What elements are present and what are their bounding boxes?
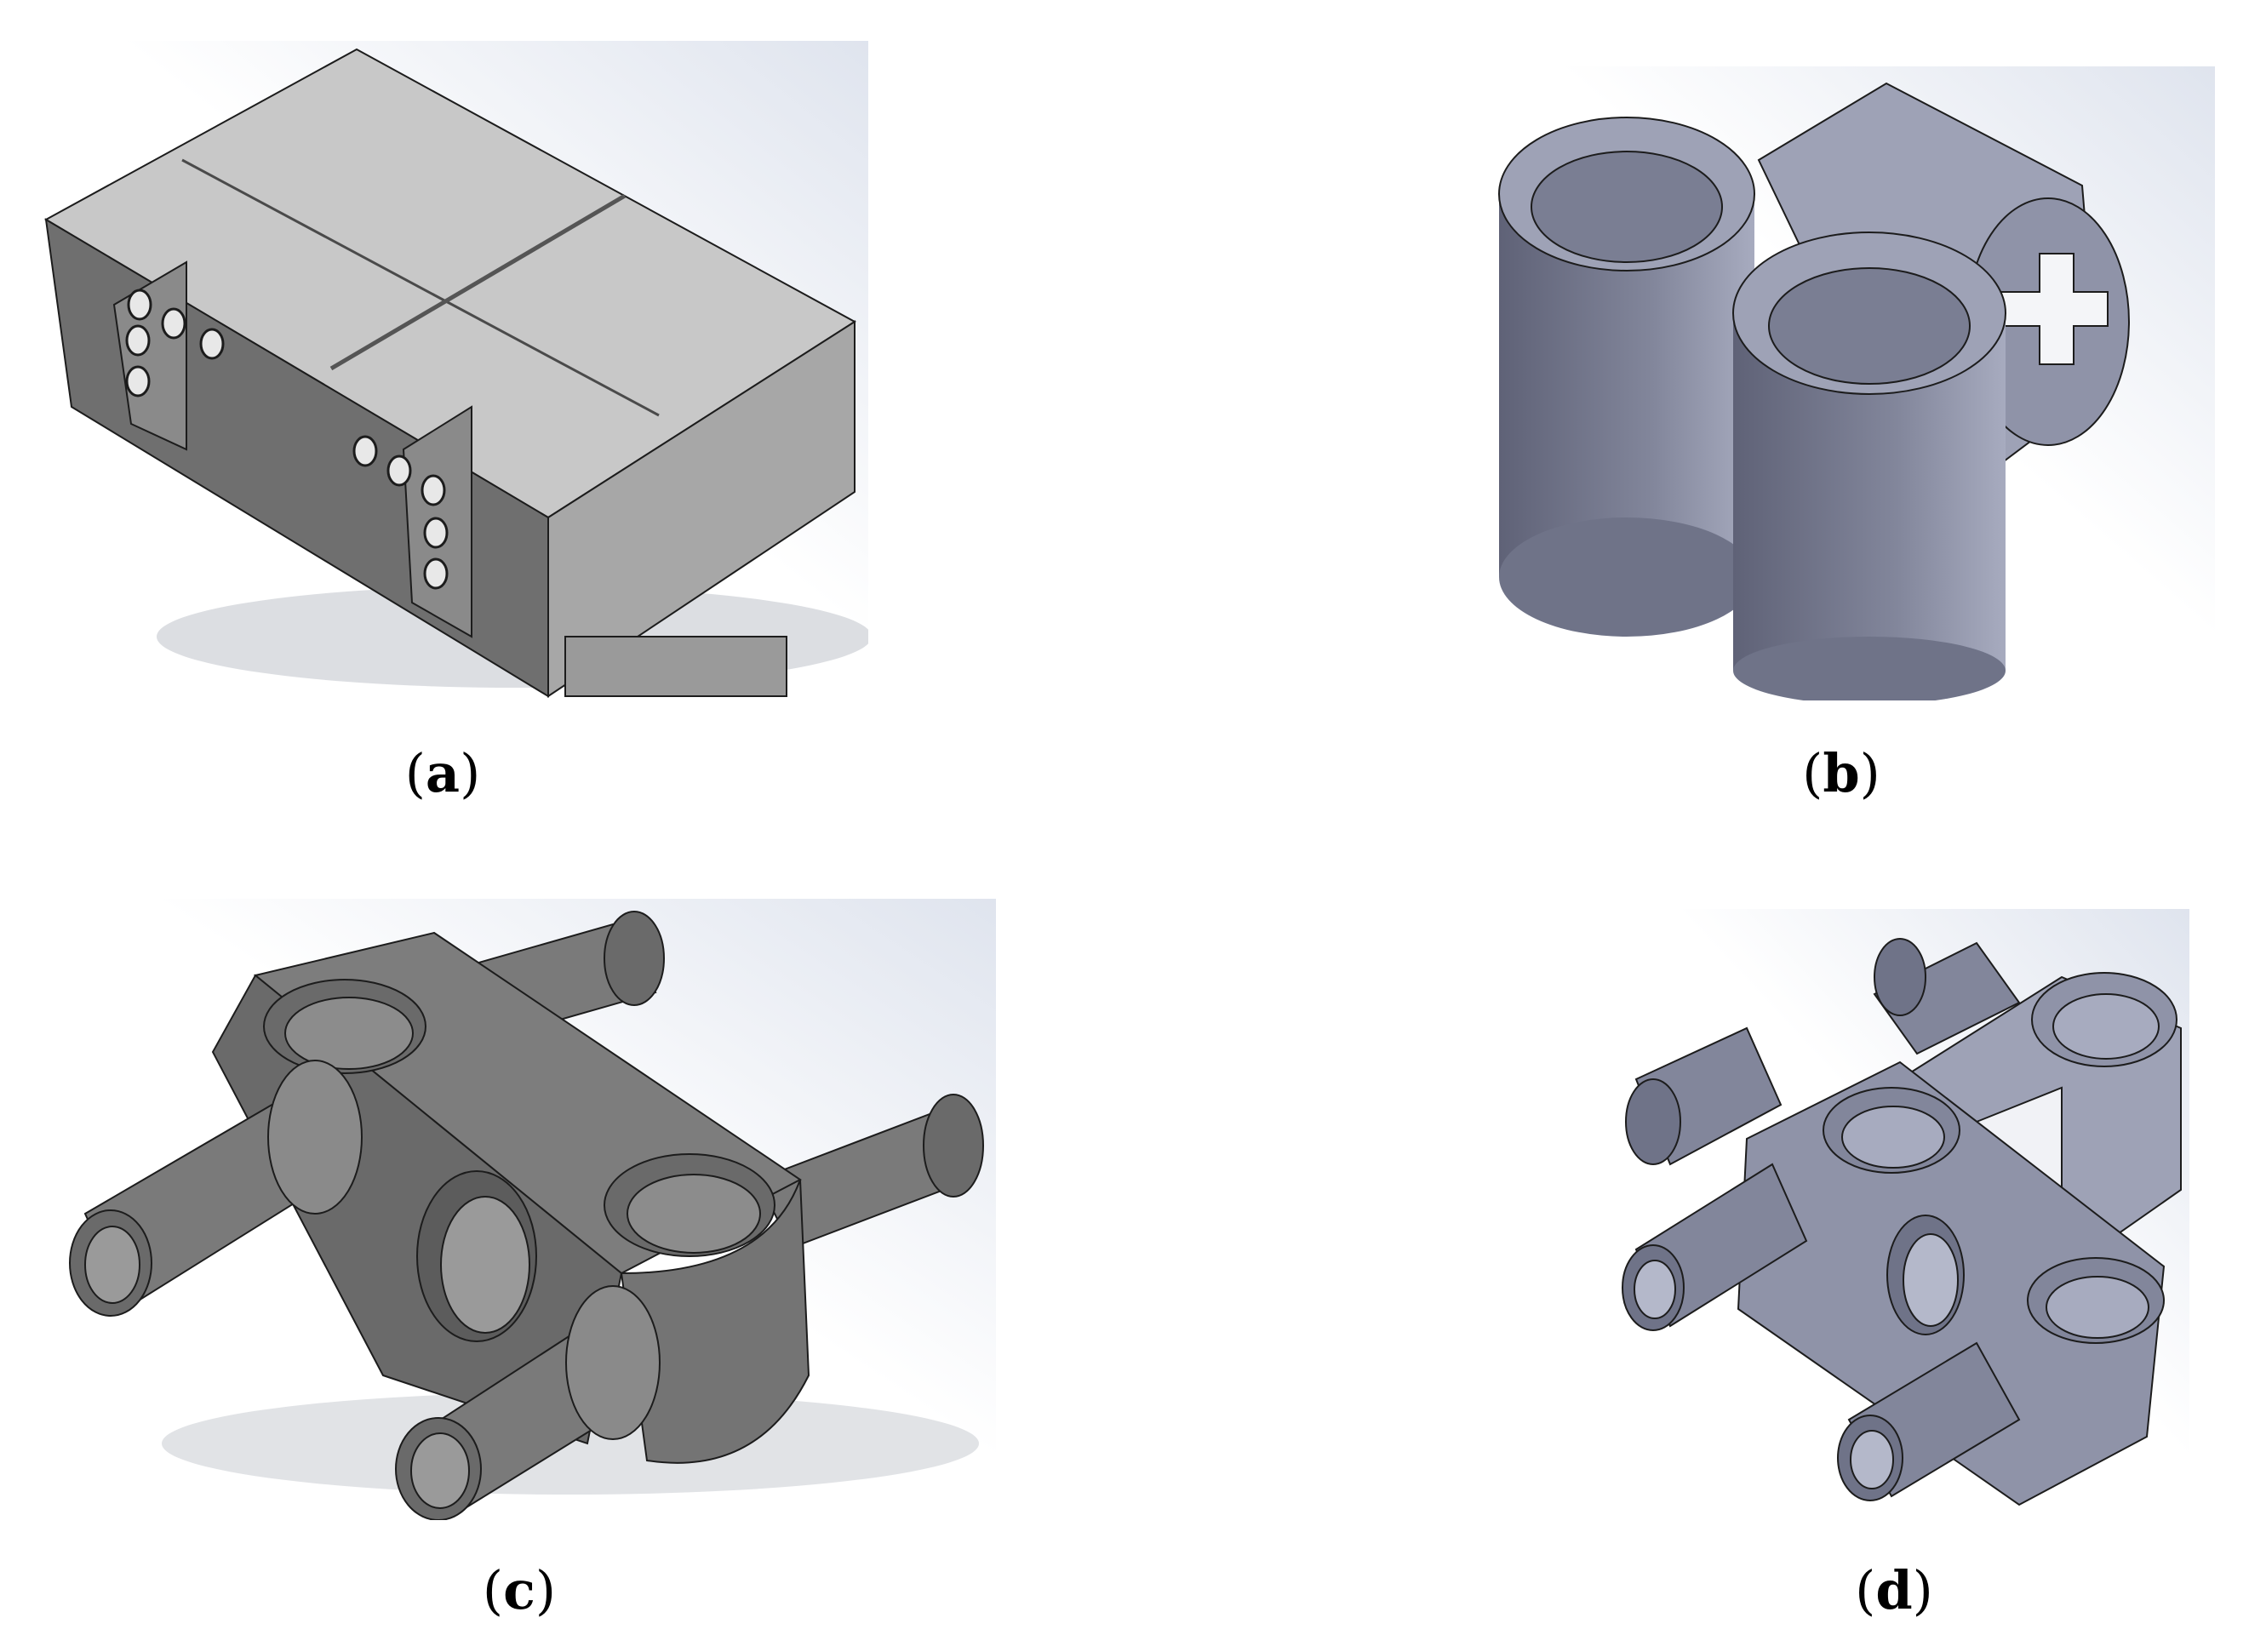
panel-b-connector-render	[1486, 66, 2215, 700]
caption-d-label: d	[1875, 1559, 1913, 1621]
caption-b-label: b	[1823, 742, 1860, 804]
sensor-block-icon	[37, 41, 868, 705]
caption-d: (d)	[1855, 1559, 1933, 1621]
panel-c-pin-beam-render	[60, 899, 996, 1520]
sensor-side-face	[547, 320, 856, 698]
caption-c-label: c	[503, 1559, 535, 1621]
caption-a-label: a	[425, 742, 461, 804]
caption-b: (b)	[1802, 742, 1880, 804]
pin-beam-icon	[60, 899, 996, 1520]
panel-d-axle-beam-render	[1619, 909, 2189, 1520]
double-pin-connector-icon	[1486, 66, 2215, 700]
cross-axle-pin-beam-icon	[1619, 909, 2189, 1520]
caption-c: (c)	[482, 1559, 557, 1621]
caption-a: (a)	[404, 742, 481, 804]
panel-a-sensor-render	[37, 41, 868, 705]
